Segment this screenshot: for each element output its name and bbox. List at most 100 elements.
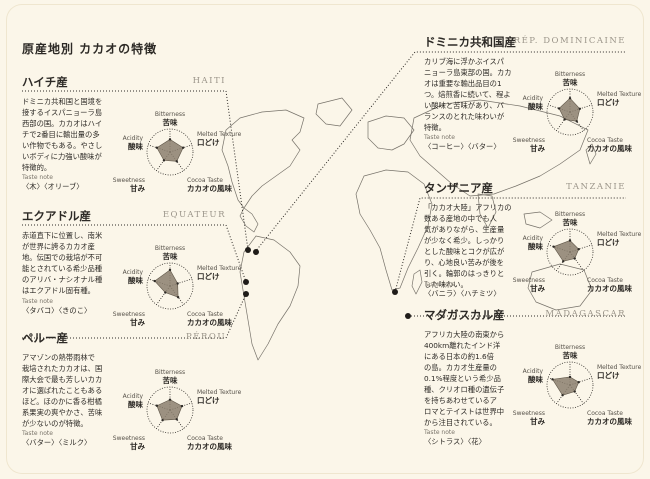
- radar-axis-jp: 苦味: [162, 252, 178, 261]
- radar-axis-jp: 甘み: [530, 284, 545, 293]
- radar-axis-en: Cocoa Taste: [587, 137, 623, 144]
- radar-axis-jp: 口どけ: [197, 396, 220, 405]
- radar-axis-en: Sweetness: [512, 137, 545, 144]
- region-card-madagascar: マダガスカル産 MADAGASCAR アフリカ大陸の南東から 400km離れたイ…: [424, 307, 641, 465]
- region-name-en: RÉP. DOMINICAINE: [513, 36, 626, 46]
- taste-note-label: Taste note: [424, 429, 455, 436]
- radar-point: [175, 160, 178, 163]
- taste-note-label: Taste note: [424, 281, 455, 288]
- radar-axis-jp: 口どけ: [597, 98, 620, 107]
- radar-point: [568, 239, 572, 242]
- radar-axis-jp: 甘み: [130, 318, 145, 327]
- taste-note-label: Taste note: [424, 134, 455, 141]
- radar-point: [181, 146, 185, 149]
- radar-axis-en: Acidity: [522, 235, 543, 242]
- region-card-haiti: ハイチ産 HAITI ドミニカ共和国と国境を 接するイスパニョーラ島 西部の国。…: [22, 74, 241, 204]
- radar-axis-en: Sweetness: [112, 435, 145, 442]
- radar-axis-en: Bitterness: [554, 344, 586, 351]
- region-description: アマゾンの熱帯雨林で 栽培されたカカオは、国 際大会で最も芳しいカカ オに選ばれ…: [22, 353, 103, 428]
- radar-axis-en: Melted Texture: [197, 389, 242, 396]
- radar-axis-en: Acidity: [122, 393, 143, 400]
- radar-axis-jp: 口どけ: [197, 272, 220, 281]
- radar-axis-jp: 酸味: [528, 242, 543, 251]
- radar-axis-en: Cocoa Taste: [587, 410, 623, 417]
- region-card-ecuador: エクアドル産 EQUATEUR 赤道直下に位置し、南米 が世界に誇るカカオ産 地…: [22, 208, 241, 334]
- radar-svg: [146, 386, 194, 434]
- radar-axis-en: Acidity: [122, 269, 143, 276]
- radar-svg: [146, 262, 194, 310]
- radar-axis-en: Bitterness: [154, 245, 186, 252]
- region-description: アフリカ大陸の南東から 400km離れたインド洋 にある日本の約1.6倍 の島。…: [424, 330, 505, 427]
- radar-point: [551, 378, 554, 381]
- radar-axis-jp: カカオの風味: [587, 417, 632, 426]
- radar-point: [180, 404, 184, 408]
- radar-axis-en: Sweetness: [112, 177, 145, 184]
- radar-axis-jp: カカオの風味: [587, 144, 632, 153]
- region-name: タンザニア産: [424, 181, 493, 195]
- radar-axis-jp: 酸味: [528, 375, 543, 384]
- radar-axis-en: Acidity: [122, 135, 143, 142]
- radar-axis-jp: 甘み: [530, 417, 545, 426]
- radar-axis-jp: 苦味: [562, 218, 578, 227]
- radar-axis-jp: 口どけ: [197, 138, 220, 147]
- radar-point: [162, 159, 166, 162]
- radar-axis-en: Bitterness: [554, 71, 586, 78]
- region-description: カリブ海に浮かぶイスパ ニョーラ島東部の国。カカ オは重要な輸出品目の1 つ。焙…: [424, 57, 512, 132]
- radar-axis-en: Melted Texture: [597, 91, 642, 98]
- radar-svg: [546, 228, 594, 276]
- taste-note: 〈コーヒー〉〈バター〉: [424, 142, 501, 151]
- region-card-dominican-republic: ドミニカ共和国産 RÉP. DOMINICAINE カリブ海に浮かぶイスパ ニョ…: [424, 34, 641, 162]
- radar-polygon: [558, 97, 581, 122]
- page-background: [6, 4, 644, 474]
- region-name: エクアドル産: [22, 209, 91, 223]
- region-card-tanzania: タンザニア産 TANZANIE 「カカオ大陸」アフリカの 数ある産地の中でも人 …: [424, 180, 641, 299]
- region-description: ドミニカ共和国と国境を 接するイスパニョーラ島 西部の国。カカオはハイ チで2番…: [22, 97, 103, 172]
- radar-point: [176, 295, 180, 299]
- radar-svg: [546, 361, 594, 409]
- radar-axis-jp: 甘み: [530, 144, 545, 153]
- radar-point: [563, 118, 566, 121]
- taste-note: 〈タバコ〉〈きのこ〉: [22, 306, 92, 315]
- radar-point: [557, 107, 561, 110]
- radar-axis-jp: カカオの風味: [187, 184, 232, 193]
- radar-point: [155, 404, 159, 407]
- radar-point: [573, 390, 576, 393]
- radar-point: [168, 138, 172, 141]
- radar-point: [552, 245, 555, 248]
- taste-note: 〈シトラス〉〈花〉: [424, 437, 486, 446]
- radar-polygon: [551, 376, 580, 396]
- radar-point: [176, 282, 179, 285]
- radar-point: [561, 394, 564, 397]
- radar-axis-en: Acidity: [522, 95, 543, 102]
- radar-point: [164, 291, 167, 294]
- radar-axis-en: Bitterness: [154, 111, 186, 118]
- taste-note-label: Taste note: [22, 430, 53, 437]
- radar-axis-jp: カカオの風味: [587, 284, 632, 293]
- radar-axis-en: Melted Texture: [197, 131, 242, 138]
- radar-point: [168, 398, 172, 401]
- radar-polygon: [553, 240, 580, 262]
- radar-axis-en: Melted Texture: [597, 364, 642, 371]
- radar-axis-jp: カカオの風味: [187, 318, 232, 327]
- taste-note-label: Taste note: [22, 174, 53, 181]
- radar-axis-jp: 苦味: [162, 118, 178, 127]
- radar-svg: [546, 88, 594, 136]
